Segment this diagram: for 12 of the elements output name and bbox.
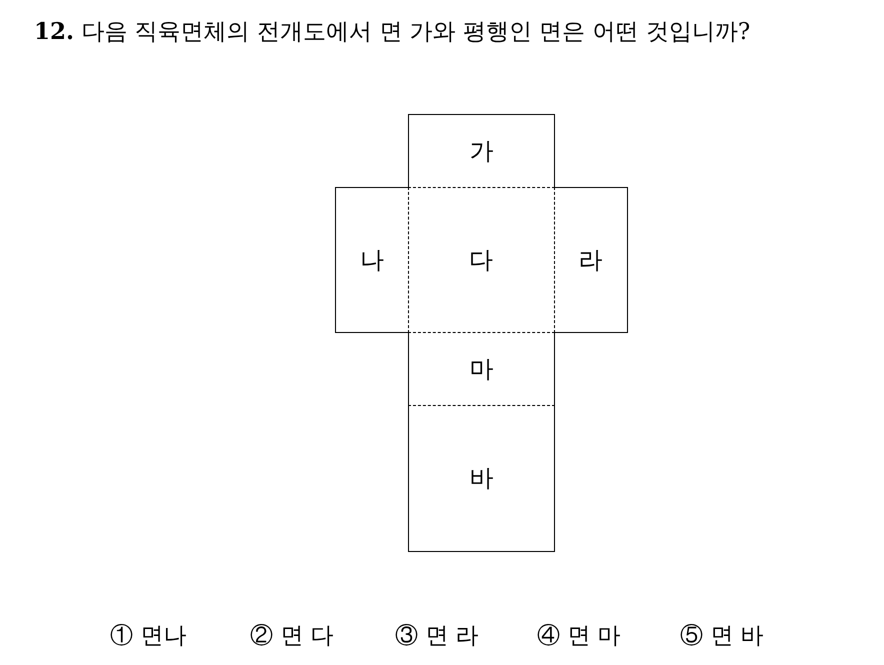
answer-choice: ③ 면 라	[395, 622, 479, 651]
net-face: 바	[408, 405, 555, 552]
answer-choice: ④ 면 마	[537, 622, 621, 651]
net-face: 나	[335, 187, 409, 333]
question-text: 12. 다음 직육면체의 전개도에서 면 가와 평행인 면은 어떤 것입니까?	[34, 17, 750, 47]
answer-choice: ① 면나	[110, 622, 186, 651]
net-face: 라	[554, 187, 628, 333]
net-face: 다	[408, 187, 555, 333]
net-face: 가	[408, 114, 555, 188]
answer-choice: ② 면 다	[250, 622, 334, 651]
answer-choice: ⑤ 면 바	[680, 622, 764, 651]
net-face: 마	[408, 332, 555, 406]
